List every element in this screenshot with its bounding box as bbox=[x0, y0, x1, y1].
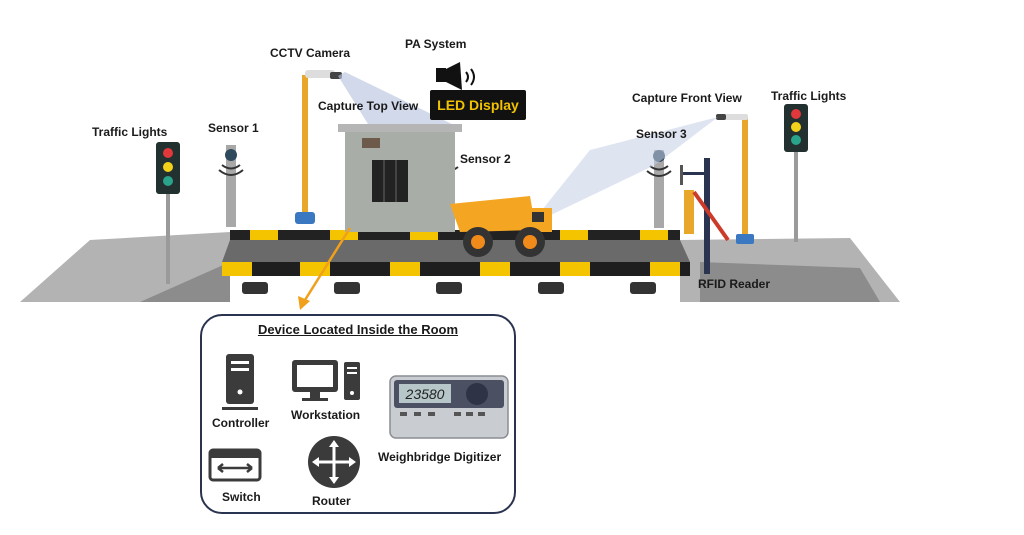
traffic-light-right-icon bbox=[784, 104, 808, 242]
operator-room bbox=[338, 124, 462, 232]
digitizer-reading: 23580 bbox=[405, 386, 445, 402]
cctv-camera-icon bbox=[295, 70, 342, 224]
router-label: Router bbox=[312, 494, 351, 508]
led-display: LED Display bbox=[430, 90, 526, 120]
weighbridge-platform bbox=[222, 230, 690, 294]
switch-label: Switch bbox=[222, 490, 261, 504]
weighbridge-digitizer-icon: 23580 bbox=[389, 375, 509, 439]
sensor-1-label: Sensor 1 bbox=[208, 121, 259, 135]
sensor-3-label: Sensor 3 bbox=[636, 127, 687, 141]
traffic-lights-right-label: Traffic Lights bbox=[771, 89, 847, 103]
pointer-arrow bbox=[298, 227, 352, 310]
capture-top-view-label: Capture Top View bbox=[318, 99, 419, 113]
rfid-reader-label: RFID Reader bbox=[698, 277, 771, 291]
sensor-1-icon bbox=[218, 145, 244, 227]
controller-label: Controller bbox=[212, 416, 270, 430]
sensor-2-label: Sensor 2 bbox=[460, 152, 511, 166]
front-view-beam bbox=[530, 117, 718, 225]
pa-system-icon bbox=[436, 62, 475, 90]
front-camera-icon bbox=[716, 114, 754, 244]
room-devices-title: Device Located Inside the Room bbox=[257, 322, 459, 337]
room-devices-panel: Device Located Inside the Room bbox=[200, 314, 516, 514]
traffic-lights-left-label: Traffic Lights bbox=[92, 125, 168, 139]
dump-truck-icon bbox=[450, 196, 552, 257]
workstation-icon bbox=[292, 360, 360, 401]
cctv-camera-label: CCTV Camera bbox=[270, 46, 351, 60]
switch-icon bbox=[208, 448, 262, 482]
boom-barrier-icon bbox=[684, 190, 730, 242]
traffic-light-left-icon bbox=[156, 142, 180, 284]
rfid-reader-icon bbox=[680, 158, 710, 274]
controller-icon bbox=[222, 354, 258, 410]
room-device-icons: 23580 bbox=[208, 354, 509, 488]
left-ramp bbox=[20, 232, 230, 302]
router-icon bbox=[308, 436, 360, 488]
pa-system-label: PA System bbox=[405, 37, 467, 51]
workstation-label: Workstation bbox=[291, 408, 361, 422]
digitizer-label: Weighbridge Digitizer bbox=[378, 450, 502, 464]
capture-front-view-label: Capture Front View bbox=[632, 91, 742, 105]
